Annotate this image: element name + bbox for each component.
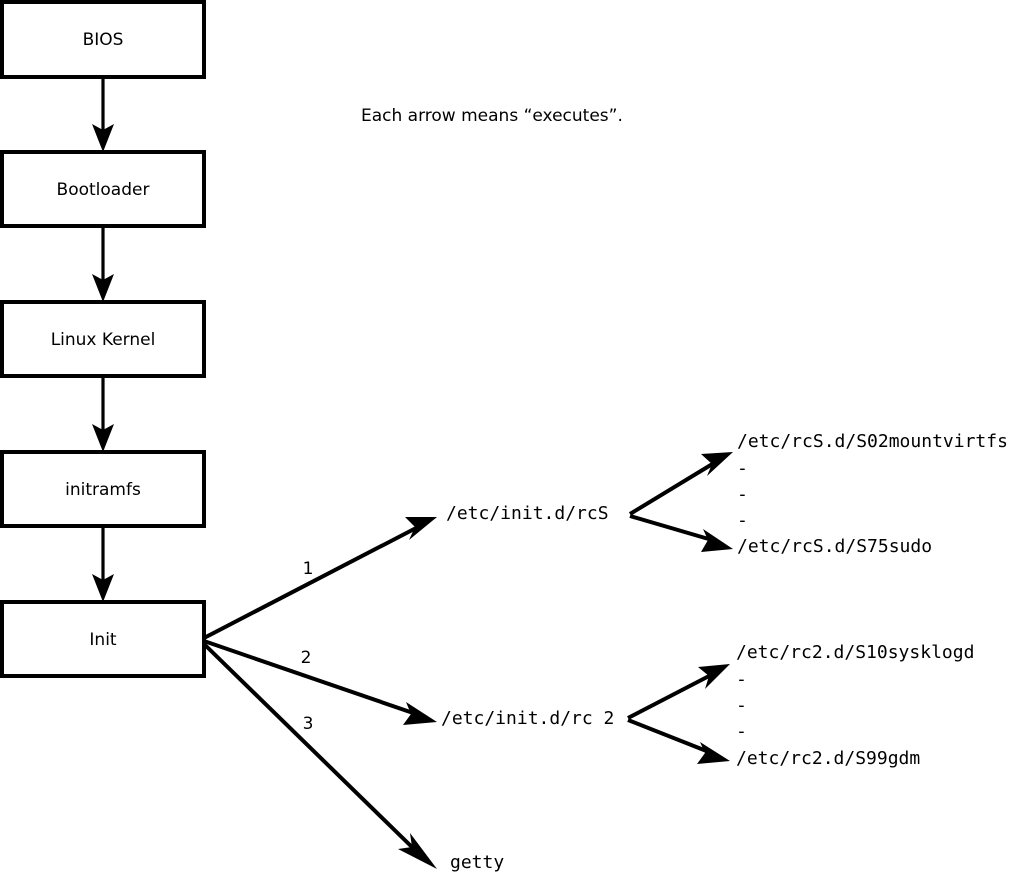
arrow-head-icon	[701, 529, 733, 552]
rcs-ellipsis-dash: -	[737, 510, 748, 531]
arrow-rcs-to-first-script	[628, 452, 733, 516]
rc2-ellipsis-dash: -	[736, 669, 747, 690]
node-initramfs-rect	[0, 450, 206, 528]
arrow-head-icon	[698, 664, 730, 689]
label-init-d-rcs: /etc/init.d/rcS	[446, 503, 609, 524]
arrow-init-branch-2	[203, 639, 437, 725]
arrow-head-icon	[92, 574, 114, 602]
arrow-bootloader-to-kernel	[92, 226, 114, 302]
diagram-caption: Each arrow means “executes”.	[361, 106, 623, 126]
arrow-rc2-to-last-script	[627, 718, 730, 764]
arrow-kernel-to-initramfs	[92, 376, 114, 452]
node-initramfs: initramfs	[0, 450, 206, 528]
arrow-initramfs-to-init	[92, 526, 114, 602]
edge-number-2: 2	[301, 648, 312, 668]
node-initramfs-label: initramfs	[65, 480, 141, 500]
node-linux-kernel: Linux Kernel	[0, 300, 206, 378]
arrow-head-icon	[92, 274, 114, 302]
label-init-d-rc2: /etc/init.d/rc 2	[441, 708, 614, 729]
edge-number-1: 1	[303, 559, 314, 579]
arrow-head-icon	[92, 424, 114, 452]
arrow-bios-to-bootloader	[92, 77, 114, 152]
node-bios: BIOS	[0, 0, 206, 79]
arrow-head-icon	[92, 124, 114, 152]
label-rc2-script-first: /etc/rc2.d/S10sysklogd	[736, 642, 974, 663]
arrow-head-icon	[405, 517, 437, 540]
node-bootloader-label: Bootloader	[57, 180, 150, 200]
label-getty: getty	[450, 852, 504, 873]
arrow-rcs-to-last-script	[629, 514, 733, 552]
edge-number-3: 3	[303, 714, 314, 734]
arrow-head-icon	[701, 452, 733, 476]
arrow-rc2-to-first-script	[627, 664, 730, 720]
arrow-head-icon	[403, 702, 437, 725]
node-init: Init	[0, 600, 206, 678]
arrow-head-icon	[398, 833, 437, 869]
node-linux-kernel-label: Linux Kernel	[51, 330, 156, 350]
rcs-ellipsis-dash: -	[737, 484, 748, 505]
node-init-label: Init	[89, 630, 117, 650]
node-bios-rect	[0, 0, 206, 79]
rc2-ellipsis-dash: -	[736, 721, 747, 742]
arrow-head-icon	[697, 742, 730, 764]
arrow-init-branch-3	[202, 642, 437, 869]
label-rcs-script-first: /etc/rcS.d/S02mountvirtfs	[737, 431, 1008, 452]
label-rcs-script-last: /etc/rcS.d/S75sudo	[737, 536, 932, 557]
rc2-ellipsis-dash: -	[736, 695, 747, 716]
node-bios-label: BIOS	[83, 30, 124, 50]
arrow-init-branch-1	[203, 517, 437, 640]
label-rc2-script-last: /etc/rc2.d/S99gdm	[736, 748, 920, 769]
node-bootloader: Bootloader	[0, 150, 206, 228]
rcs-ellipsis-dash: -	[737, 458, 748, 479]
